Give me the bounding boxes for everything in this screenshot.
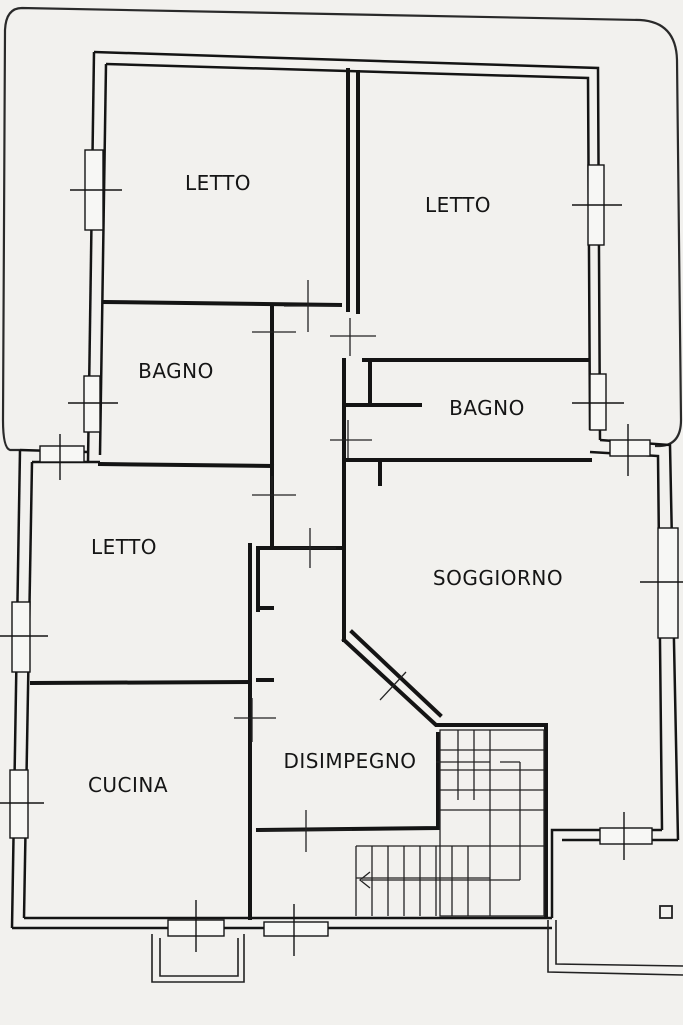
balconies [151,905,683,983]
interior-walls [29,68,592,920]
room-label-disimpegno: DISIMPEGNO [283,749,416,773]
room-label-letto-middle: LETTO [91,535,157,559]
room-label-letto-top-right: LETTO [425,193,491,217]
staircase [355,729,545,917]
door-marks [234,280,407,852]
room-label-soggiorno: SOGGIORNO [433,566,563,590]
room-label-bagno-right: BAGNO [449,396,525,420]
windows [0,149,683,956]
room-label-bagno-left: BAGNO [138,359,214,383]
room-label-letto-top-left: LETTO [185,171,251,195]
room-label-cucina: CUCINA [88,773,168,797]
